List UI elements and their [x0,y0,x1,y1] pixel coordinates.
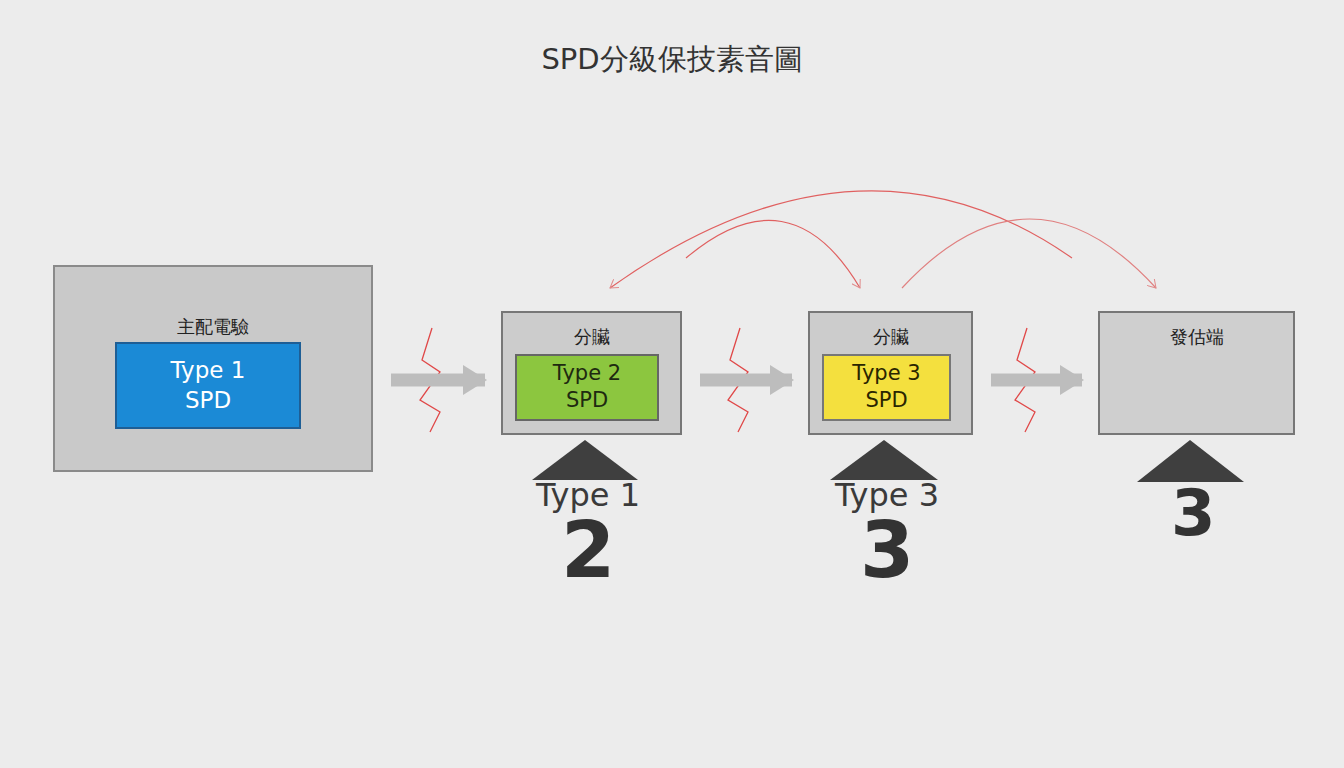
surge-arc [686,220,860,288]
sub-panel: 分贜 Type 2 SPD [501,311,682,435]
box-heading: 發估端 [1100,325,1293,348]
surge-arc [610,191,1072,288]
spd-box: Type 3 SPD [822,354,951,421]
surge-arc [902,219,1156,288]
diagram-title: SPD分級保技素音圖 [0,40,1344,80]
box-heading: 主配電驗 [55,315,371,338]
spd-box: Type 1 SPD [115,342,301,429]
box-heading: 分贜 [503,325,680,348]
level-number: 3 [860,508,914,594]
distribution-panel: 主配電驗 Type 1 SPD [53,265,373,472]
flow-arrow [991,374,1082,387]
box-heading: 分贜 [810,325,971,348]
spd-box: Type 2 SPD [515,354,659,421]
spd-label: Type 2 SPD [532,360,642,415]
level-number: 2 [561,508,615,594]
spd-label: Type 3 SPD [832,360,941,415]
sub-panel: 分贜 Type 3 SPD [808,311,973,435]
flow-arrow [700,374,792,387]
level-triangle [532,440,1244,482]
terminal-box: 發估端 [1098,311,1295,435]
flow-arrow [391,374,485,387]
level-number: 3 [1171,478,1216,548]
spd-label: Type 1 SPD [153,356,263,416]
